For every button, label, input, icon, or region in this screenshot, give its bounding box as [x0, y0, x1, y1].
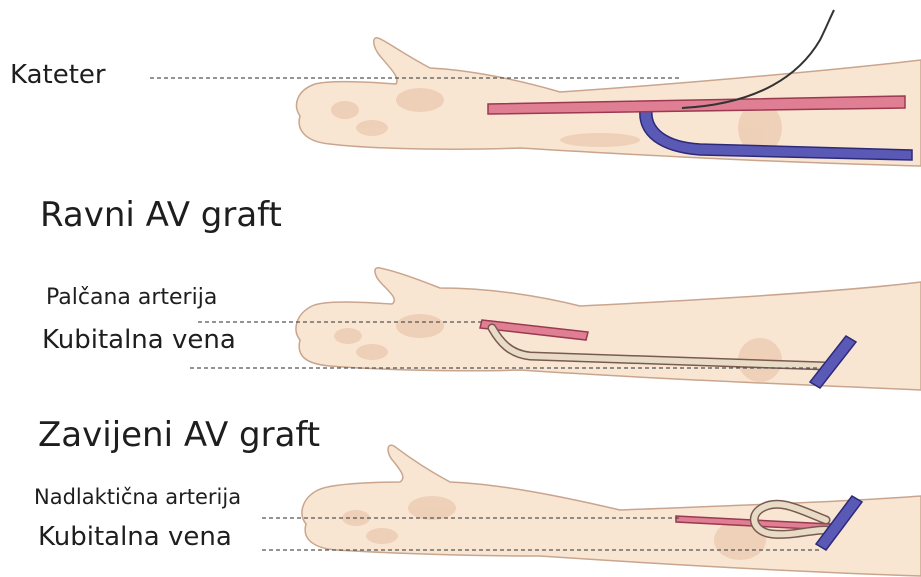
arm-looped-graft	[302, 445, 921, 576]
arm-straight-graft	[296, 268, 921, 390]
label-kubitalna-vena-1: Kubitalna vena	[42, 327, 236, 353]
label-palcana-arterija: Palčana arterija	[46, 287, 217, 309]
label-nadlakticna-arterija: Nadlaktična arterija	[34, 487, 241, 508]
heading-zavijeni-av-graft: Zavijeni AV graft	[38, 418, 320, 452]
label-kateter: Kateter	[10, 62, 106, 88]
arm-3-skin	[302, 445, 921, 576]
arm-catheter	[296, 10, 921, 166]
label-kubitalna-vena-2: Kubitalna vena	[38, 524, 232, 550]
heading-ravni-av-graft: Ravni AV graft	[40, 198, 282, 232]
